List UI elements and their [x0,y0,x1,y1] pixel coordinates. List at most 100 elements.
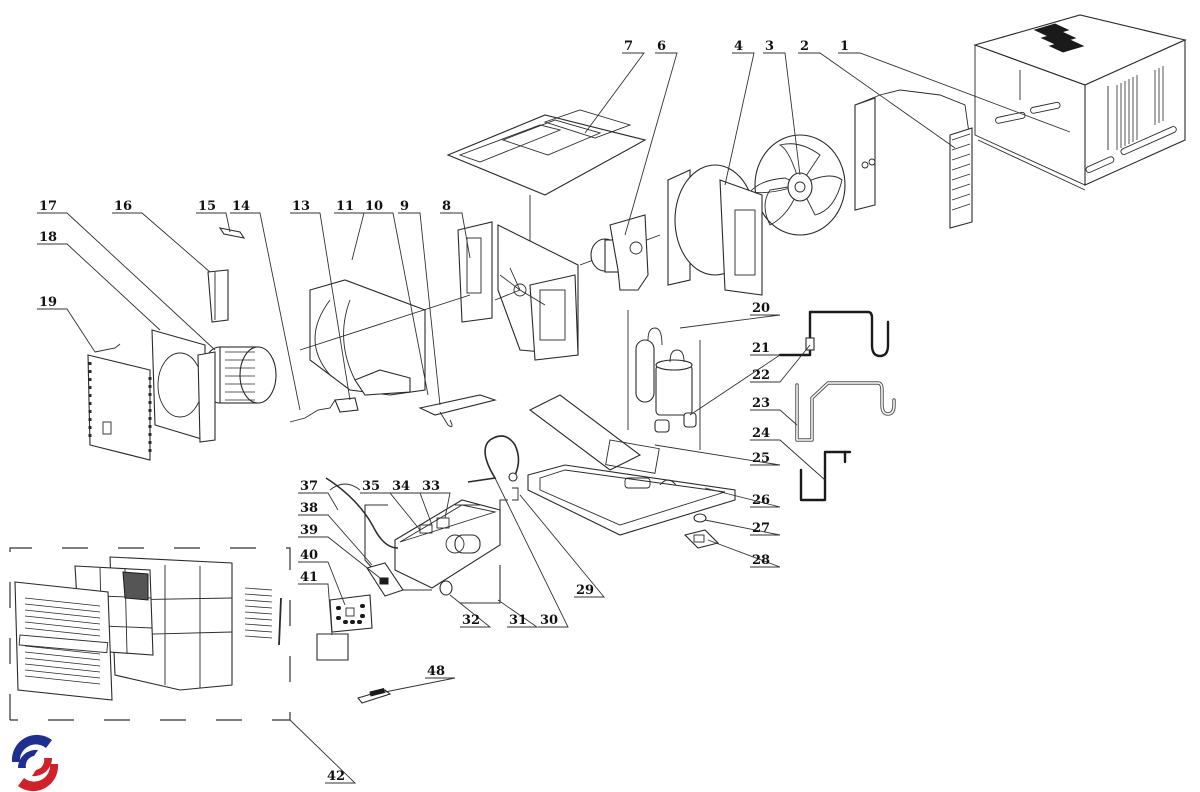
side-bracket [207,269,229,323]
knob [439,580,453,596]
callout-34: 34 [392,479,410,494]
leader-line-15 [196,212,231,233]
mounting-pad [683,529,720,549]
callout-15: 15 [198,199,216,214]
leader-line-17 [37,212,216,351]
callout-16: 16 [114,199,132,214]
compressor [627,310,701,450]
fan-shroud [667,164,763,296]
display-board [366,562,404,597]
callout-31: 31 [509,613,527,628]
leader-line-37 [298,492,339,511]
callout-24: 24 [752,426,770,441]
leader-line-1 [838,52,1071,133]
leader-line-26 [704,487,781,508]
centrifugal-blower-wheel [201,346,277,404]
leader-line-21 [689,354,782,416]
brackets [289,394,497,428]
leader-line-29 [519,494,605,598]
leader-line-22 [750,344,811,383]
callout-19: 19 [39,295,57,310]
leader-line-4 [724,52,755,186]
callout-9: 9 [400,199,409,214]
outer-cabinet [973,14,1187,191]
sensor-wire [325,477,399,549]
callout-25: 25 [752,451,770,466]
leader-line-35 [360,492,421,531]
rubber-grommet [693,513,707,523]
callout-41: 41 [300,570,318,585]
brand-logo [11,734,59,792]
leader-line-14 [230,212,301,411]
leader-line-38 [298,514,373,566]
callout-17: 17 [39,199,57,214]
fan-motor [579,214,661,291]
callout-39: 39 [300,523,318,538]
callout-7: 7 [624,39,633,54]
callout-30: 30 [540,613,558,628]
leader-line-19 [37,308,96,353]
callout-21: 21 [752,341,770,356]
callout-20: 20 [752,301,770,316]
callout-48: 48 [427,664,445,679]
leader-lines [37,52,1071,784]
leader-line-3 [763,52,801,176]
cord-clamp [512,487,519,501]
base-pan [527,394,736,536]
evaporator-side-plate [151,329,216,443]
leader-line-48 [384,677,456,693]
callout-6: 6 [657,39,666,54]
callout-23: 23 [752,396,770,411]
leader-line-6 [624,52,678,236]
power-cord [467,435,520,483]
leader-line-2 [798,52,956,149]
front-panel-assembly [9,547,291,721]
remote-control [357,688,392,704]
condenser-coil [854,89,973,229]
cover-plate [218,227,246,239]
leader-line-24 [750,439,826,481]
callout-13: 13 [292,199,310,214]
control-box-assembly [364,499,508,604]
callout-11: 11 [336,199,354,214]
callout-14: 14 [232,199,250,214]
callout-32: 32 [462,613,480,628]
callout-4: 4 [734,39,743,54]
leader-line-28 [707,539,781,568]
leader-line-33 [420,492,451,519]
scroll-housing [299,279,471,396]
leader-line-23 [750,409,798,426]
leader-line-39 [298,536,381,579]
evaporator-coil [87,343,152,461]
leader-line-8 [440,212,471,259]
label-sticker [316,633,349,661]
callout-3: 3 [765,39,774,54]
leader-line-16 [112,212,211,273]
leader-line-27 [704,519,781,536]
leader-line-30 [494,477,569,628]
leader-line-7 [584,52,645,134]
callout-28: 28 [752,553,770,568]
callout-2: 2 [800,39,809,54]
callout-22: 22 [752,368,770,383]
leader-line-18 [37,243,161,331]
suction-pipe [799,450,852,502]
leader-line-32 [449,594,492,628]
callout-37: 37 [300,479,318,494]
callout-29: 29 [576,583,594,598]
callout-38: 38 [300,501,318,516]
callout-18: 18 [39,230,57,245]
callout-35: 35 [362,479,380,494]
leader-line-13 [290,212,351,401]
axial-fan-blade [749,134,846,236]
partition-panel [457,221,579,361]
leader-line-31 [497,599,539,628]
callout-40: 40 [300,548,318,563]
leader-line-34 [390,492,433,526]
callout-8: 8 [442,199,451,214]
leader-line-11 [334,212,365,261]
leader-line-42 [289,719,357,784]
capillary-assembly [778,310,890,358]
